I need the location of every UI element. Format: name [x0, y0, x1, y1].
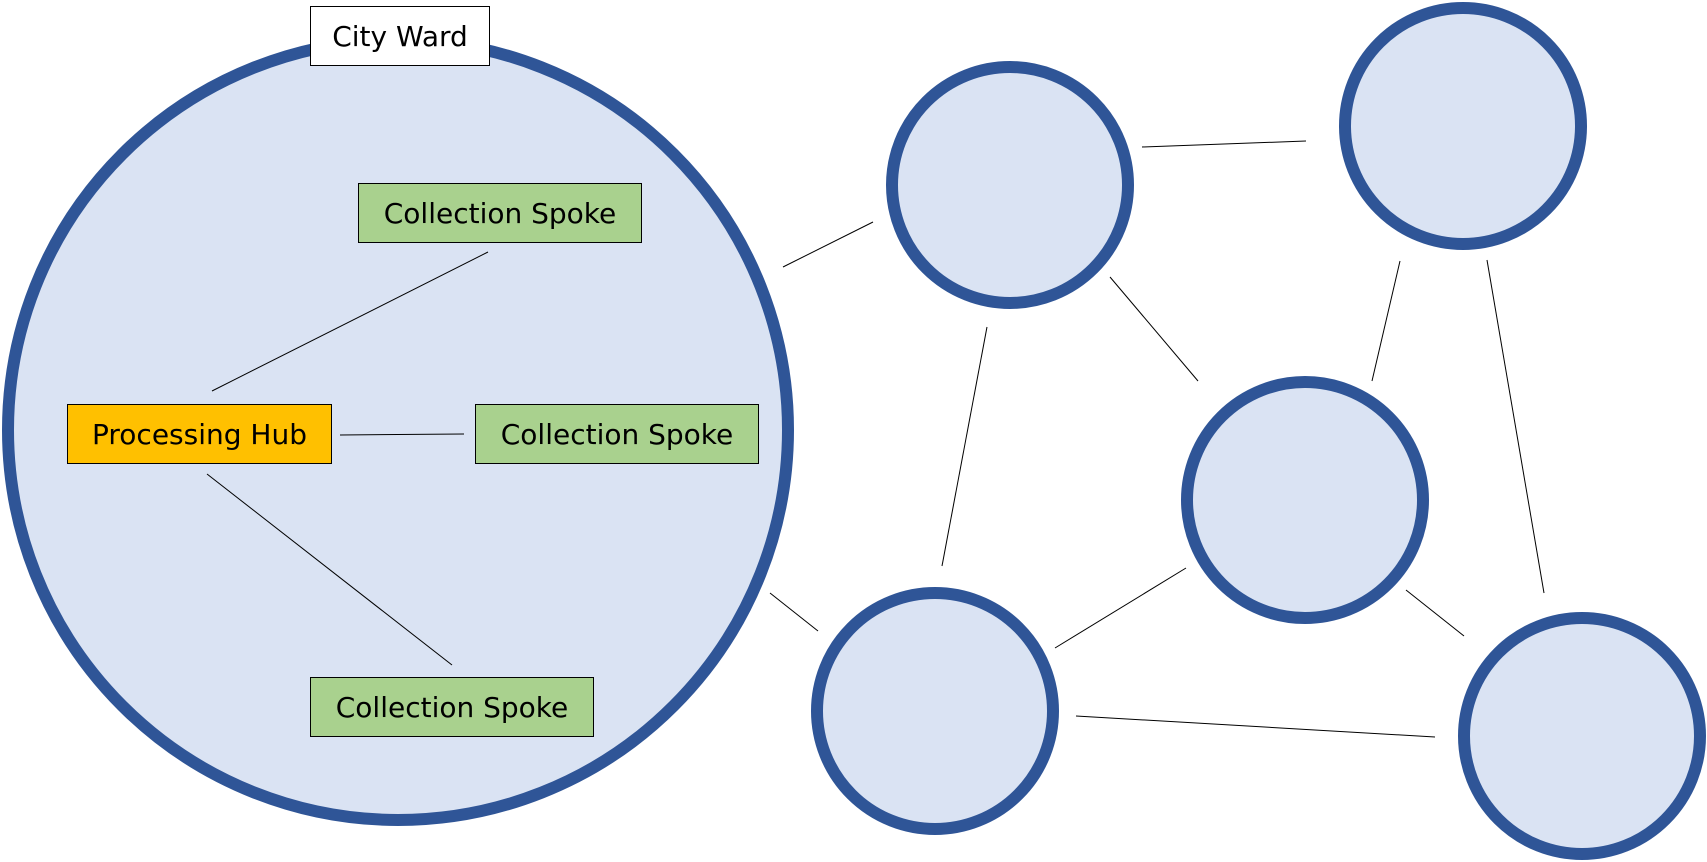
connector-node-a-node-c — [1109, 276, 1199, 382]
connector-ward-node-a — [782, 221, 874, 268]
connector-node-e-node-d — [1075, 715, 1436, 738]
network-node-b — [1339, 2, 1587, 250]
collection-spoke-box: Collection Spoke — [358, 183, 642, 243]
connector-node-c-node-e — [1054, 567, 1187, 649]
connector-node-b-node-d — [1486, 259, 1545, 594]
connector-ward-node-e — [769, 592, 819, 632]
network-node-e — [811, 587, 1059, 835]
collection-spoke-box: Collection Spoke — [310, 677, 594, 737]
connector-node-a-node-b — [1141, 140, 1307, 148]
network-node-d — [1458, 612, 1706, 860]
collection-spoke-box: Collection Spoke — [475, 404, 759, 464]
connector-node-b-node-c — [1371, 260, 1401, 382]
city-ward-label: City Ward — [310, 6, 490, 66]
connector-node-a-node-e — [941, 326, 988, 567]
network-node-c — [1181, 376, 1429, 624]
network-node-a — [886, 61, 1134, 309]
connector-hub-spoke-2 — [339, 433, 465, 436]
connector-hub-spoke-1 — [211, 251, 489, 392]
connector-node-c-node-d — [1405, 589, 1465, 637]
connector-hub-spoke-3 — [206, 473, 453, 666]
processing-hub-box: Processing Hub — [67, 404, 332, 464]
